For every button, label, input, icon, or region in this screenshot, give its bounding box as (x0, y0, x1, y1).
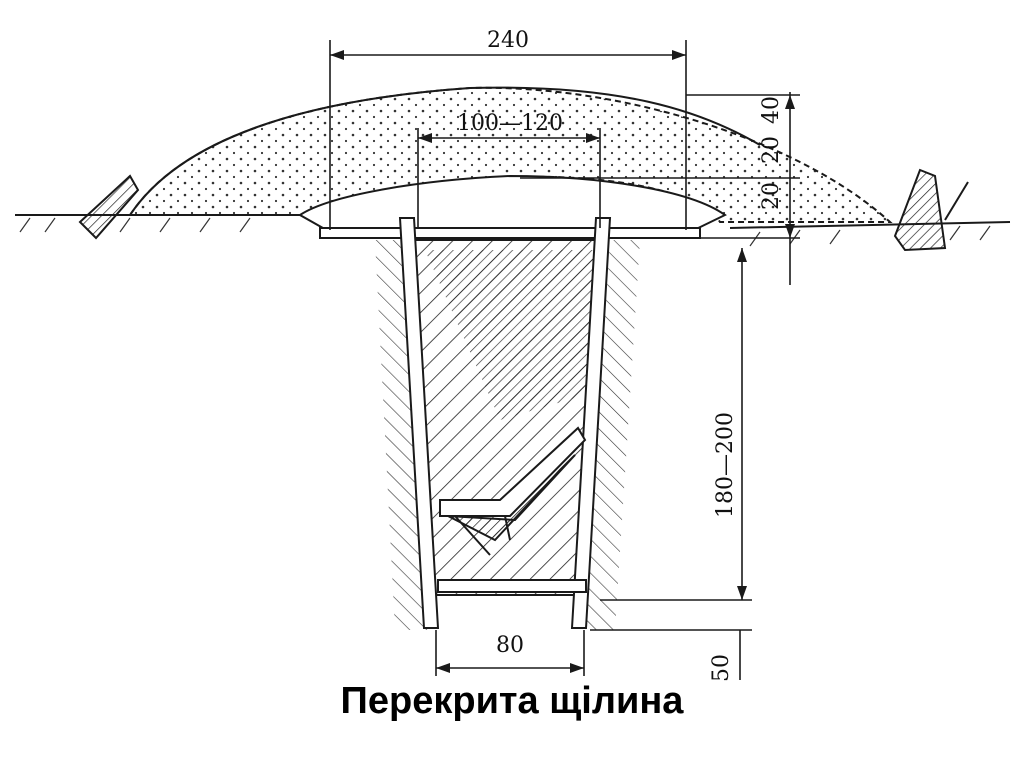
dim-right-top: 40 (759, 96, 784, 124)
cover-beam (319, 227, 701, 239)
left-ditch (78, 174, 140, 240)
dimension-arrows (330, 50, 795, 673)
dim-cover-width: 100—120 (457, 111, 563, 136)
dim-depth: 180—200 (713, 412, 738, 518)
trench-posts (398, 217, 612, 629)
dimension-lines (329, 40, 800, 680)
dim-top-width: 240 (487, 28, 529, 53)
right-ditch (893, 168, 969, 252)
diagram-caption: Перекрита щілина (340, 680, 684, 722)
trench-shadow (425, 250, 595, 420)
bench (439, 426, 587, 556)
floor-plank (437, 579, 587, 593)
ground-hatching (19, 217, 991, 247)
soil-left (375, 240, 430, 630)
dim-bottom-width: 80 (496, 633, 524, 658)
dim-bottom-offset: 50 (709, 654, 734, 682)
dim-right-mid: 20 (759, 136, 784, 164)
soil-right (585, 240, 640, 630)
dim-right-low: 20 (759, 182, 784, 210)
